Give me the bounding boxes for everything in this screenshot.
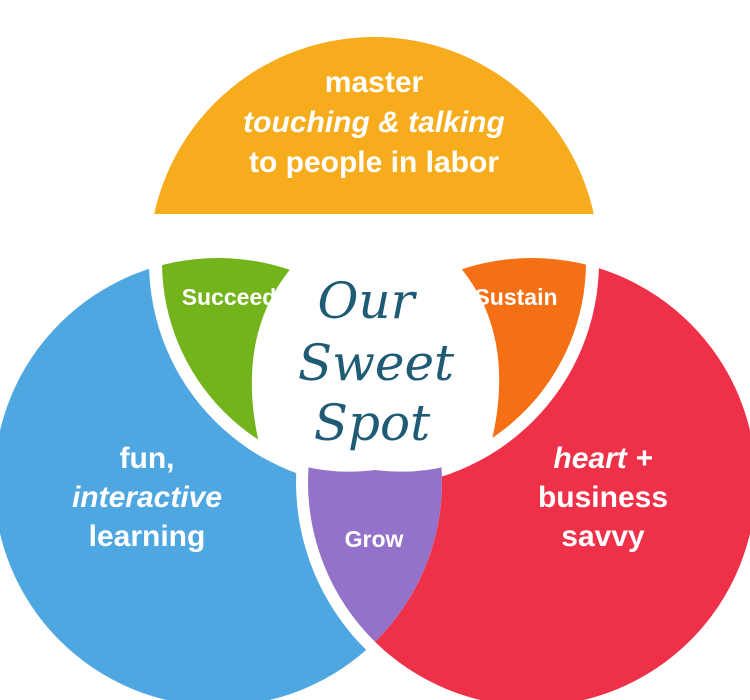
- center-label-line2: Sweet: [298, 334, 455, 392]
- overlap-label-sustain: Sustain: [474, 284, 557, 310]
- overlap-label-succeed: Succeed: [182, 284, 277, 310]
- center-label-line3: Spot: [314, 394, 431, 452]
- top-circle: [152, 37, 596, 222]
- right-label-line3: savvy: [561, 520, 645, 553]
- overlap-bottom: [308, 272, 442, 692]
- right-label-line1: heart +: [553, 442, 652, 475]
- center-sweet-spot: [251, 245, 500, 472]
- left-label-line2: interactive: [72, 481, 222, 514]
- right-label-line2: business: [538, 481, 668, 514]
- overlap-label-grow: Grow: [345, 526, 404, 552]
- left-label-line1: fun,: [120, 442, 175, 475]
- top-label-line1: master: [325, 66, 424, 99]
- top-label-line2: touching & talking: [243, 106, 505, 139]
- top-label-line3: to people in labor: [249, 146, 499, 179]
- center-label-line1: Our: [317, 272, 417, 330]
- left-label-line3: learning: [89, 520, 206, 553]
